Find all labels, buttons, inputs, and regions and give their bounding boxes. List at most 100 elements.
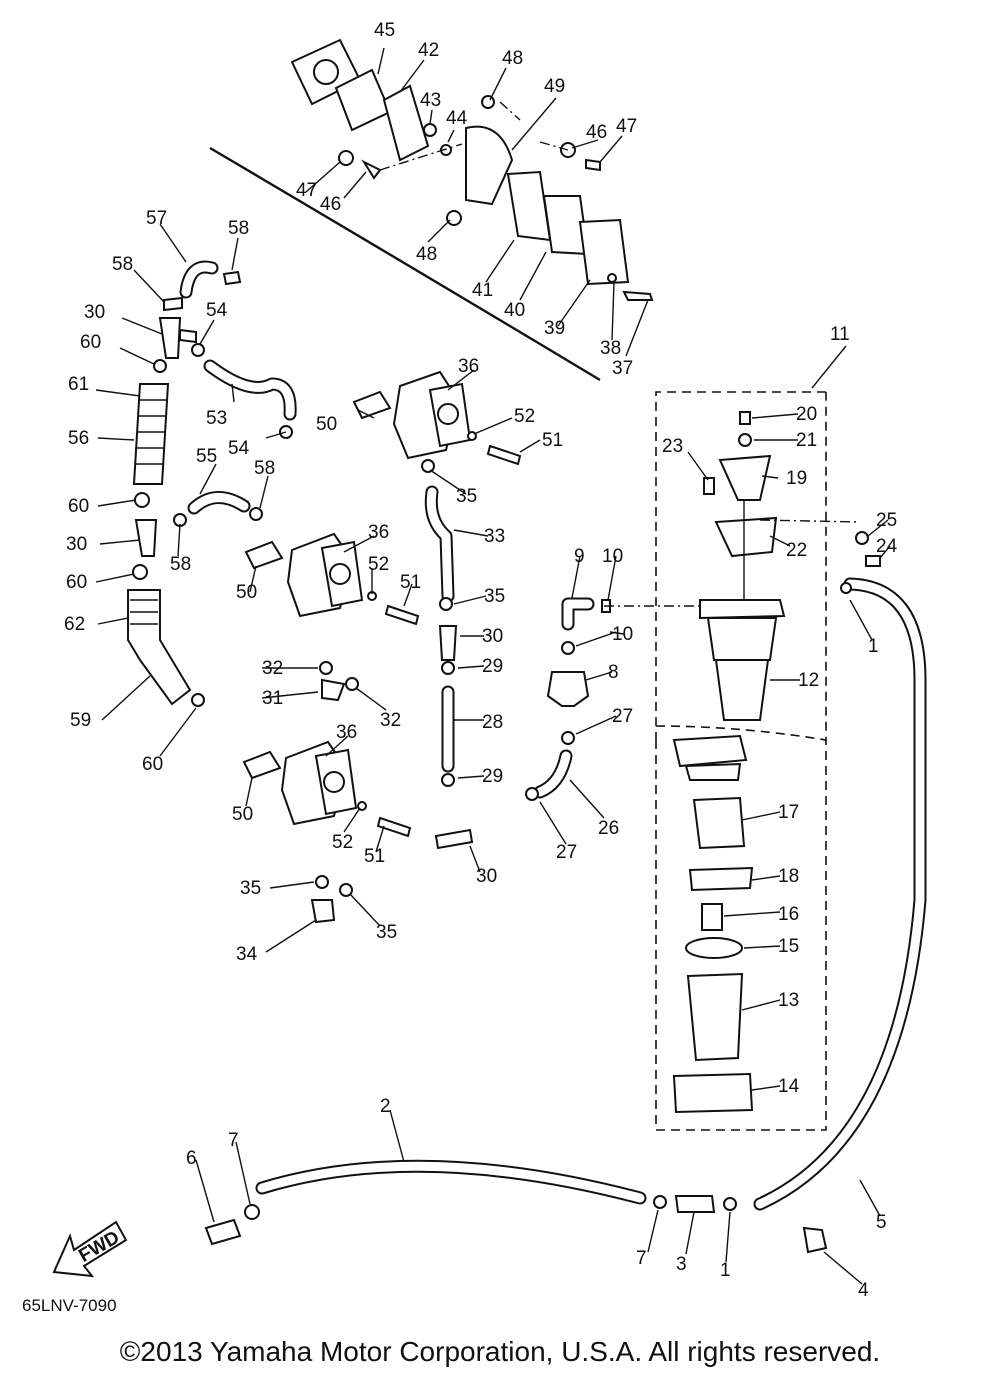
part-callout-24: 24 [876, 536, 898, 557]
part-callout-58: 58 [112, 254, 133, 275]
part-callout-10: 10 [602, 546, 623, 567]
part-callout-17: 17 [778, 802, 799, 823]
joint-3 [674, 1195, 716, 1213]
part-callout-30: 30 [66, 534, 87, 555]
right-small-parts [525, 597, 611, 801]
part-callout-46: 46 [320, 194, 341, 215]
washer-48-upper [481, 95, 495, 109]
check-valve-46-left [361, 159, 382, 180]
part-callout-15: 15 [778, 936, 799, 957]
part-callout-33: 33 [484, 526, 505, 547]
part-callout-35: 35 [240, 878, 261, 899]
part-callout-54: 54 [228, 438, 250, 459]
part-callout-22: 22 [786, 540, 807, 561]
part-callout-27: 27 [556, 842, 577, 863]
part-callout-12: 12 [798, 670, 819, 691]
part-callout-48: 48 [502, 48, 523, 69]
part-callout-4: 4 [858, 1280, 869, 1301]
part-callout-56: 56 [68, 428, 89, 449]
part-callout-42: 42 [418, 40, 439, 61]
part-callout-51: 51 [542, 430, 563, 451]
fuel-filter-assembly [604, 411, 881, 1114]
part-callout-35: 35 [456, 486, 477, 507]
part-callout-11: 11 [830, 324, 850, 345]
part-callout-29: 29 [482, 766, 503, 787]
part-callout-58: 58 [228, 218, 249, 239]
part-callout-7: 7 [228, 1130, 239, 1151]
pump-diaphragm-stack [290, 38, 654, 301]
part-callout-14: 14 [778, 1076, 800, 1097]
part-callout-27: 27 [612, 706, 633, 727]
part-callout-5: 5 [876, 1212, 887, 1233]
joint-31 [321, 678, 346, 702]
center-hose-assembly [310, 485, 474, 924]
part-callout-52: 52 [514, 406, 535, 427]
part-callout-51: 51 [364, 846, 385, 867]
filter-kit-box-lower [655, 740, 827, 1131]
part-callout-20: 20 [796, 404, 817, 425]
part-callout-10: 10 [612, 624, 633, 645]
part-callout-39: 39 [544, 318, 565, 339]
part-callout-60: 60 [66, 572, 87, 593]
part-callout-28: 28 [482, 712, 503, 733]
diagram-code: 65LNV-7090 [22, 1296, 117, 1315]
part-callout-36: 36 [458, 356, 479, 377]
part-callout-2: 2 [380, 1096, 391, 1117]
gasket-41 [506, 170, 552, 242]
part-callout-25: 25 [876, 510, 897, 531]
part-callout-1: 1 [720, 1260, 731, 1281]
pump-body-49 [465, 125, 514, 206]
part-callout-43: 43 [420, 90, 441, 111]
part-callout-6: 6 [186, 1148, 197, 1169]
part-callout-60: 60 [142, 754, 163, 775]
screw-47 [585, 158, 601, 172]
part-callout-1: 1 [868, 636, 879, 657]
cover-39 [578, 218, 630, 286]
engine-outline-line [209, 146, 601, 382]
part-callout-32: 32 [262, 658, 283, 679]
part-callout-26: 26 [598, 818, 619, 839]
part-callout-32: 32 [380, 710, 401, 731]
part-callout-41: 41 [472, 280, 493, 301]
part-callout-16: 16 [778, 904, 799, 925]
part-callout-37: 37 [612, 358, 633, 379]
part-callout-30: 30 [476, 866, 497, 887]
part-callout-36: 36 [368, 522, 389, 543]
part-callout-53: 53 [206, 408, 227, 429]
part-callout-35: 35 [484, 586, 505, 607]
part-callout-21: 21 [796, 430, 817, 451]
part-callout-50: 50 [236, 582, 257, 603]
part-callout-47: 47 [296, 180, 317, 201]
part-callout-30: 30 [84, 302, 105, 323]
bracket-22 [714, 516, 778, 558]
part-callout-8: 8 [608, 662, 619, 683]
fuel-hoses [204, 577, 927, 1254]
part-callout-45: 45 [374, 20, 395, 41]
left-hose-assembly [127, 260, 297, 707]
part-callout-9: 9 [574, 546, 585, 567]
part-callout-59: 59 [70, 710, 91, 731]
joint-34 [310, 899, 336, 924]
parts-diagram: FWD 454248434449464747464841403938375758… [52, 20, 927, 1301]
cup-13 [686, 972, 744, 1062]
fwd-arrow-icon: FWD [52, 1220, 128, 1278]
fuel-pump-upper [352, 370, 522, 473]
part-callout-23: 23 [662, 436, 683, 457]
screw-37 [622, 290, 654, 301]
part-callout-55: 55 [196, 446, 217, 467]
part-callout-61: 61 [68, 374, 89, 395]
part-callout-54: 54 [206, 300, 228, 321]
seal-18 [688, 866, 754, 892]
bolt-23 [703, 477, 715, 495]
part-callout-35: 35 [376, 922, 397, 943]
part-callout-62: 62 [64, 614, 85, 635]
part-callout-52: 52 [368, 554, 389, 575]
bowl-12 [714, 659, 770, 721]
part-callout-58: 58 [170, 554, 191, 575]
part-callout-48: 48 [416, 244, 437, 265]
fuel-pump-lower [242, 740, 412, 838]
gasket-50-lower [242, 750, 282, 780]
ring-nut-14 [672, 1072, 754, 1114]
part-callout-29: 29 [482, 656, 503, 677]
clamp-4 [802, 1226, 828, 1254]
